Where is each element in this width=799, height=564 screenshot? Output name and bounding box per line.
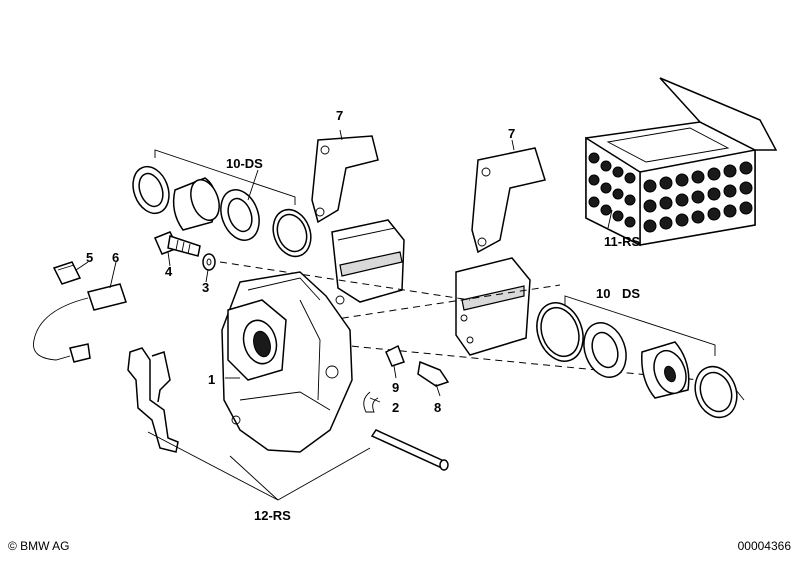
callout-12-rs: 12-RS	[254, 508, 291, 523]
callout-ds-right: DS	[622, 286, 640, 301]
copyright-notice: © BMW AG	[8, 539, 70, 553]
bracket-right	[471, 139, 546, 254]
callout-8: 8	[434, 400, 441, 415]
brake-pad-right	[455, 257, 531, 356]
callout-10-ds-left: 10-DS	[226, 156, 263, 171]
brake-caliper	[221, 271, 353, 453]
leader-lines	[75, 169, 613, 403]
bleeder-valve	[385, 344, 450, 387]
pad-box	[585, 77, 778, 247]
wear-sensor	[33, 261, 127, 363]
callout-10-right: 10	[596, 286, 610, 301]
callout-3: 3	[202, 280, 209, 295]
brake-pad-left	[331, 219, 405, 303]
callout-6: 6	[112, 250, 119, 265]
callout-7-right: 7	[508, 126, 515, 141]
bracket-left	[311, 129, 379, 224]
callout-5: 5	[86, 250, 93, 265]
callout-1: 1	[208, 372, 215, 387]
callout-2: 2	[392, 400, 399, 415]
seal-kit-left	[132, 149, 312, 258]
callout-7-left: 7	[336, 108, 343, 123]
callout-9: 9	[392, 380, 399, 395]
cotter-pin	[363, 391, 379, 413]
guide-pin	[370, 429, 449, 471]
callout-4: 4	[165, 264, 173, 279]
anti-rattle-spring	[127, 347, 179, 453]
bolt-and-washer	[154, 231, 216, 271]
leader-lines-12	[147, 431, 371, 501]
pad-box-dots	[588, 152, 753, 233]
seal-kit-right	[536, 295, 745, 419]
callout-11-rs: 11-RS	[604, 234, 640, 249]
document-number: 00004366	[737, 539, 791, 553]
